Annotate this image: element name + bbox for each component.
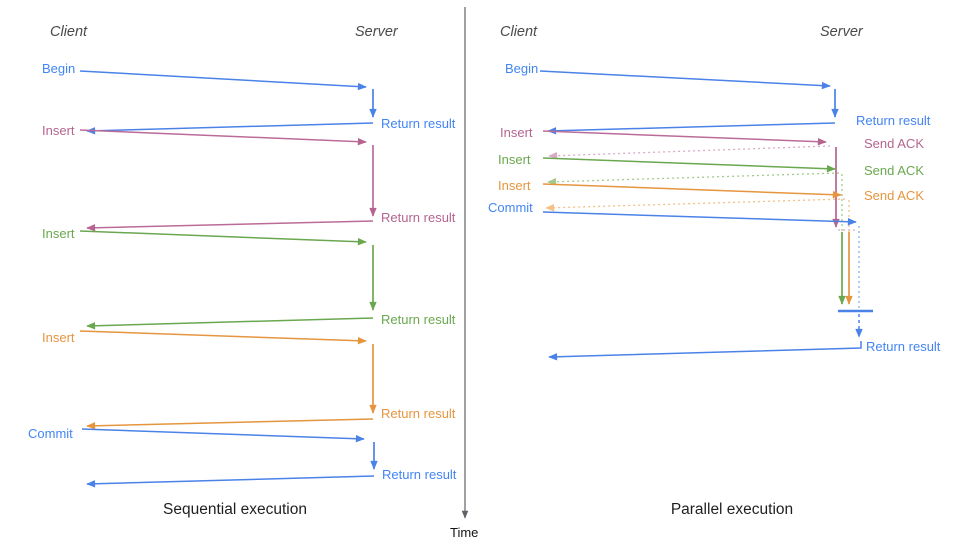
request-line: [79, 330, 367, 345]
return-line: [547, 122, 836, 135]
right-call-insert1-label: Insert: [500, 125, 533, 140]
sequential-flow-insert-3: [79, 330, 377, 430]
request-line: [81, 428, 365, 443]
left-caption: Sequential execution: [163, 501, 307, 518]
sequential-flow-commit: [81, 428, 378, 488]
left-call-insert2-label: Insert: [42, 226, 75, 241]
ack-line: [547, 172, 840, 186]
left-return-insert1-label: Return result: [381, 210, 456, 225]
left-return-begin-label: Return result: [381, 116, 456, 131]
sequential-flow-insert-2: [79, 230, 377, 330]
return-line: [548, 341, 862, 361]
parallel-flow-insert-3: [542, 183, 853, 305]
ack-line: [548, 145, 831, 160]
request-line: [542, 211, 857, 226]
right-ack-insert1-label: Send ACK: [864, 136, 924, 151]
left-call-insert1-label: Insert: [42, 123, 75, 138]
request-line: [542, 130, 827, 146]
request-line: [542, 157, 836, 173]
parallel-flow-commit: [542, 211, 873, 361]
left-call-insert3-label: Insert: [42, 330, 75, 345]
right-final-return-label: Return result: [866, 339, 941, 354]
right-client-header: Client: [500, 24, 538, 40]
ack-line: [545, 198, 846, 212]
right-server-header: Server: [820, 24, 863, 40]
request-line: [79, 230, 367, 246]
right-ack-insert2-label: Send ACK: [864, 163, 924, 178]
right-ack-insert3-label: Send ACK: [864, 188, 924, 203]
return-line: [86, 317, 374, 330]
right-call-insert2-label: Insert: [498, 152, 531, 167]
left-return-insert3-label: Return result: [381, 406, 456, 421]
parallel-flow-insert-2: [542, 157, 846, 305]
request-line: [79, 129, 367, 146]
sequential-flow-insert-1: [79, 129, 377, 232]
left-call-commit-label: Commit: [28, 426, 73, 441]
right-call-commit-label: Commit: [488, 200, 533, 215]
left-return-insert2-label: Return result: [381, 312, 456, 327]
return-line: [86, 418, 374, 430]
return-line: [86, 122, 374, 135]
left-server-header: Server: [355, 24, 398, 40]
parallel-flow-begin: [539, 70, 839, 135]
time-axis-label: Time: [450, 525, 479, 540]
right-return-begin-label: Return result: [856, 113, 931, 128]
return-line: [86, 220, 374, 232]
right-call-begin-label: Begin: [505, 61, 539, 76]
parallel-flow-insert-1: [542, 130, 858, 231]
right-call-insert3-label: Insert: [498, 178, 531, 193]
request-line: [79, 70, 367, 91]
right-caption: Parallel execution: [670, 501, 794, 518]
left-client-header: Client: [50, 24, 88, 40]
request-line: [542, 183, 842, 199]
left-call-begin-label: Begin: [42, 61, 76, 76]
request-line: [539, 70, 831, 90]
return-line: [86, 475, 375, 488]
left-return-commit-label: Return result: [382, 467, 457, 482]
sequential-flow-begin: [79, 70, 377, 135]
